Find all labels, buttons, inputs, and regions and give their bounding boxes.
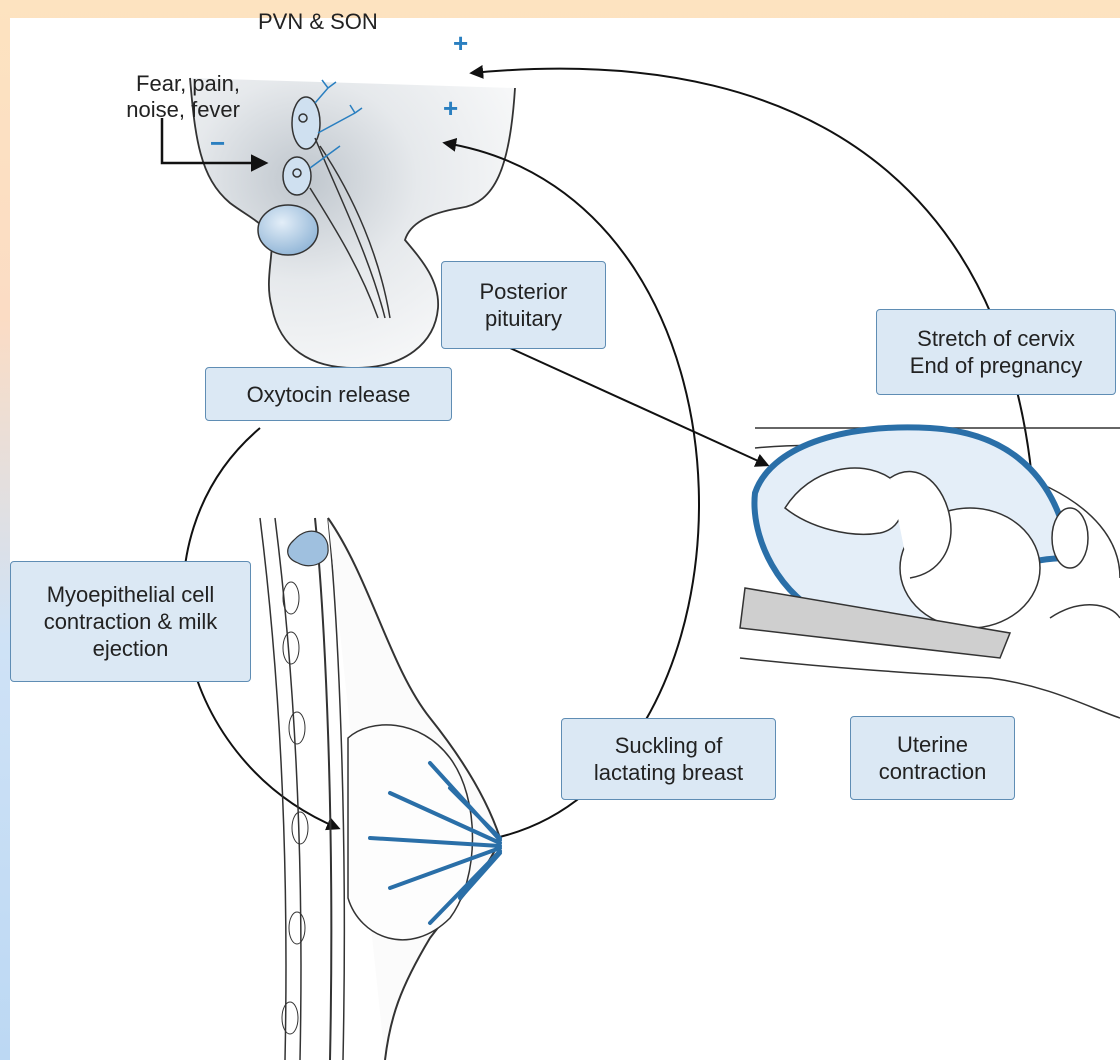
suckling-line-1: Suckling of — [568, 732, 769, 759]
inhibitors-line-2: noise, fever — [100, 97, 240, 123]
plus-sign-mid: + — [443, 93, 458, 124]
uterine-line-2: contraction — [857, 758, 1008, 785]
myoepithelial-line-2: contraction & milk — [17, 608, 244, 635]
posterior-pituitary-line-1: Posterior — [448, 278, 599, 305]
pvn-son-label: PVN & SON — [258, 9, 378, 35]
myoepithelial-line-3: ejection — [17, 635, 244, 662]
minus-sign: − — [210, 128, 225, 159]
cervix-line-1: Stretch of cervix — [883, 325, 1109, 352]
suckling-label: Suckling of lactating breast — [561, 718, 776, 800]
inhibitors-line-1: Fear, pain, — [100, 71, 240, 97]
uterine-line-1: Uterine — [857, 731, 1008, 758]
myoepithelial-line-1: Myoepithelial cell — [17, 581, 244, 608]
breast-illustration — [260, 518, 500, 1060]
myoepithelial-label: Myoepithelial cell contraction & milk ej… — [10, 561, 251, 682]
posterior-pituitary-label: Posterior pituitary — [441, 261, 606, 349]
pituitary-to-uterus-arrow — [510, 348, 767, 465]
uterine-contraction-label: Uterine contraction — [850, 716, 1015, 800]
cervix-line-2: End of pregnancy — [883, 352, 1109, 379]
diagram-canvas: PVN & SON Fear, pain, noise, fever − + +… — [10, 18, 1120, 1060]
suckling-line-2: lactating breast — [568, 759, 769, 786]
uterus-fetus-illustration — [740, 427, 1120, 718]
cervix-stretch-label: Stretch of cervix End of pregnancy — [876, 309, 1116, 395]
diagram-artwork — [10, 18, 1120, 1060]
oxytocin-release-text: Oxytocin release — [212, 381, 445, 408]
posterior-pituitary-line-2: pituitary — [448, 305, 599, 332]
oxytocin-release-label: Oxytocin release — [205, 367, 452, 421]
plus-sign-top: + — [453, 28, 468, 59]
inhibitors-label: Fear, pain, noise, fever — [100, 71, 240, 123]
